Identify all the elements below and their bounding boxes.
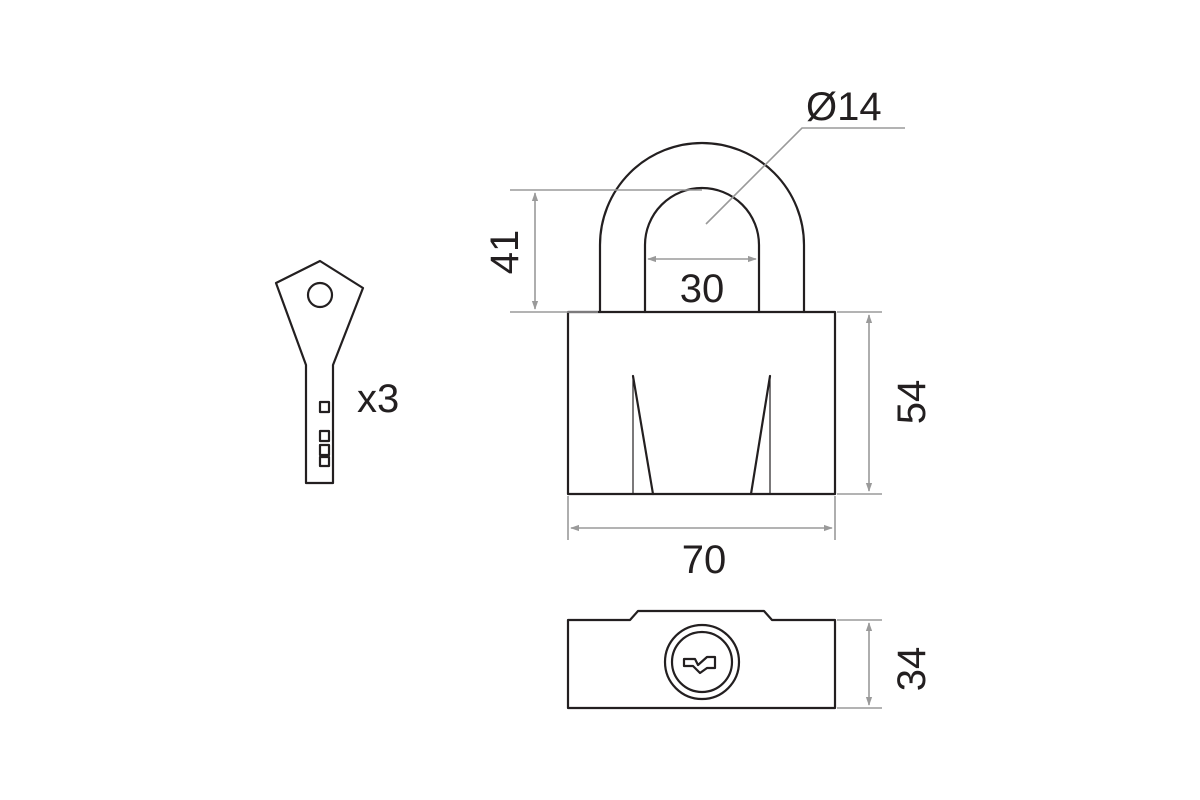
key-icon bbox=[274, 259, 365, 485]
shackle bbox=[598, 141, 806, 314]
padlock-bottom-view bbox=[566, 609, 837, 710]
keyhole-icon bbox=[663, 623, 741, 701]
body-grooves bbox=[631, 374, 772, 496]
diameter-leader bbox=[705, 127, 905, 225]
key-quantity-label: x3 bbox=[357, 377, 399, 421]
dimension-shackle-inner-width: 30 bbox=[680, 267, 725, 311]
dimension-line-body-width bbox=[567, 496, 836, 540]
dimension-line-shackle-height bbox=[510, 189, 702, 313]
padlock-body bbox=[566, 310, 837, 496]
dimension-shackle-height: 41 bbox=[483, 230, 527, 275]
dimension-shackle-diameter: Ø14 bbox=[806, 85, 882, 129]
padlock-front-view bbox=[566, 141, 837, 496]
dimension-body-width: 70 bbox=[682, 538, 727, 582]
dimension-line-body-height bbox=[837, 311, 882, 495]
key-bitting bbox=[318, 400, 331, 468]
dimension-body-depth: 34 bbox=[890, 647, 934, 692]
dimension-body-height: 54 bbox=[890, 380, 934, 425]
dimension-line-body-depth bbox=[837, 619, 882, 709]
